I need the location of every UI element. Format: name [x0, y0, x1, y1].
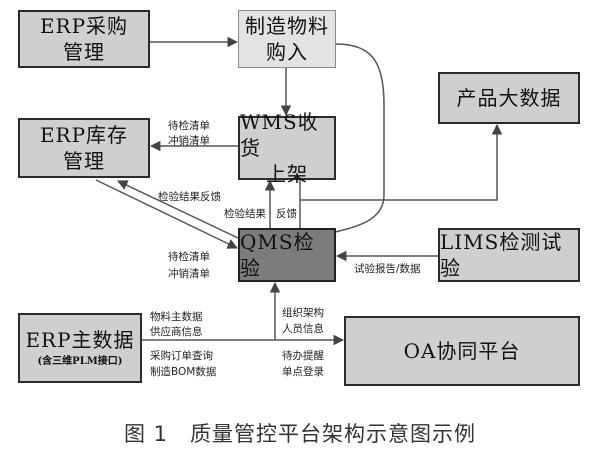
figure-caption: 图 1 质量管控平台架构示意图示例: [123, 422, 477, 446]
edge-label: 组织架构: [282, 307, 324, 319]
box-sub-label: (含三维PLM接口): [37, 356, 123, 367]
box-label-line: 产品大数据: [456, 86, 562, 110]
box-lims: LIMS检测试验: [438, 228, 580, 282]
box-label-line: LIMS检测试验: [440, 230, 563, 280]
box-label-line: 购入: [266, 40, 308, 64]
edge-label: 待检清单: [168, 120, 210, 132]
box-label-line: ERP采购: [39, 14, 129, 38]
box-erp-master-data: ERP主数据 (含三维PLM接口): [18, 313, 142, 383]
edge-label: 待办提醒: [282, 350, 324, 362]
edge-label: 检验结果: [224, 208, 266, 220]
box-label-line: 制造物料: [245, 14, 329, 38]
box-label-line: OA协同平台: [403, 339, 521, 363]
curve-material-to-qms: [334, 43, 385, 233]
box-label-line: 上架: [266, 162, 308, 186]
edge-label: 供应商信息: [150, 326, 203, 338]
box-erp-inventory: ERP库存 管理: [18, 118, 150, 178]
edge-label: 检验结果反馈: [158, 191, 221, 203]
box-material-purchase: 制造物料 购入: [238, 10, 336, 68]
arrow-qms-to-bigdata: [300, 123, 503, 201]
box-wms: WMS收货 上架: [238, 110, 336, 186]
edge-label: 反馈: [276, 208, 297, 220]
edge-label: 采购订单查询: [150, 350, 213, 362]
edge-label: 单点登录: [282, 366, 324, 378]
edge-label: 人员信息: [282, 323, 324, 335]
box-label-line: 管理: [63, 149, 105, 173]
arrow-qms-to-inventory: [117, 180, 239, 239]
edge-label: 试验报告/数据: [354, 263, 421, 275]
box-label-line: ERP库存: [39, 123, 129, 147]
edge-label: 冲销清单: [168, 268, 210, 280]
box-qms: QMS检验: [238, 228, 336, 282]
edge-label: 冲销清单: [168, 135, 210, 147]
box-erp-purchase: ERP采购 管理: [18, 10, 150, 68]
arrow-inventory-to-qms: [95, 179, 238, 249]
edge-label: 待检清单: [168, 251, 210, 263]
box-label-line: ERP主数据: [25, 328, 135, 352]
edge-label: 制造BOM数据: [150, 366, 217, 378]
box-label-line: QMS检验: [240, 230, 315, 280]
box-label-line: 管理: [63, 40, 105, 64]
edge-label: 物料主数据: [150, 311, 203, 323]
box-oa: OA协同平台: [344, 316, 580, 386]
box-label-line: WMS收货: [240, 110, 319, 160]
box-product-bigdata: 产品大数据: [438, 72, 580, 124]
